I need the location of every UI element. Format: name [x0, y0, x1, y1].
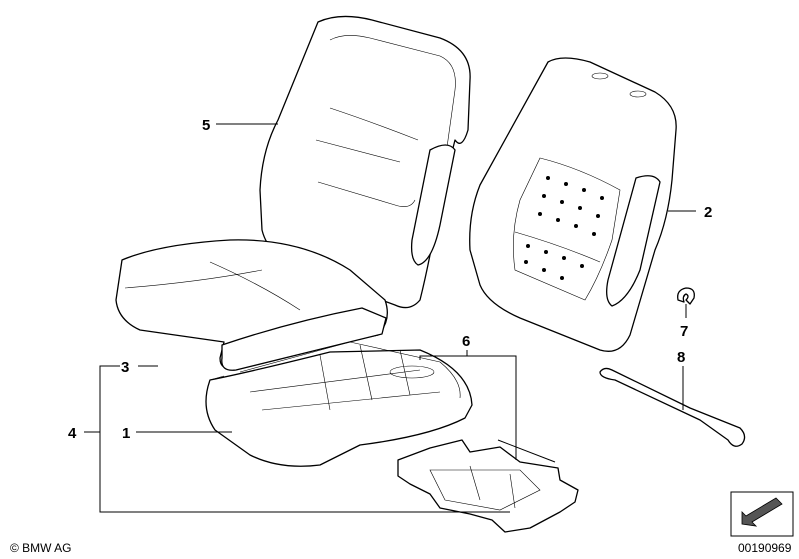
- callout-8[interactable]: 8: [677, 349, 685, 366]
- part-6-heating-mat[interactable]: [397, 439, 579, 533]
- diagram-number: 00190969: [738, 541, 792, 555]
- part-2-backrest-pad[interactable]: [469, 57, 677, 352]
- copyright-text: © BMW AG: [10, 541, 72, 555]
- bracket-6: [419, 355, 517, 460]
- part-3-seat-cover[interactable]: [115, 239, 388, 381]
- callout-labels: 5 2 3 4 1 6 7 8: [68, 117, 712, 442]
- callout-2[interactable]: 2: [704, 204, 712, 221]
- part-5-backrest-cover[interactable]: [259, 15, 471, 309]
- callout-7[interactable]: 7: [680, 323, 688, 340]
- callout-5[interactable]: 5: [202, 117, 210, 134]
- callout-1[interactable]: 1: [122, 425, 130, 442]
- callout-4[interactable]: 4: [68, 425, 77, 442]
- part-1-seat-pad[interactable]: [205, 341, 473, 467]
- part-8-wire-loop[interactable]: [599, 367, 746, 447]
- leader-lines: [84, 123, 696, 513]
- pad-perforations: [524, 176, 604, 280]
- part-7-clip[interactable]: [677, 287, 695, 305]
- callout-6[interactable]: 6: [462, 333, 470, 350]
- callout-3[interactable]: 3: [121, 359, 129, 376]
- bracket-4: [99, 365, 510, 513]
- orientation-arrow-box: [730, 491, 794, 537]
- direction-arrow-icon: [741, 497, 783, 527]
